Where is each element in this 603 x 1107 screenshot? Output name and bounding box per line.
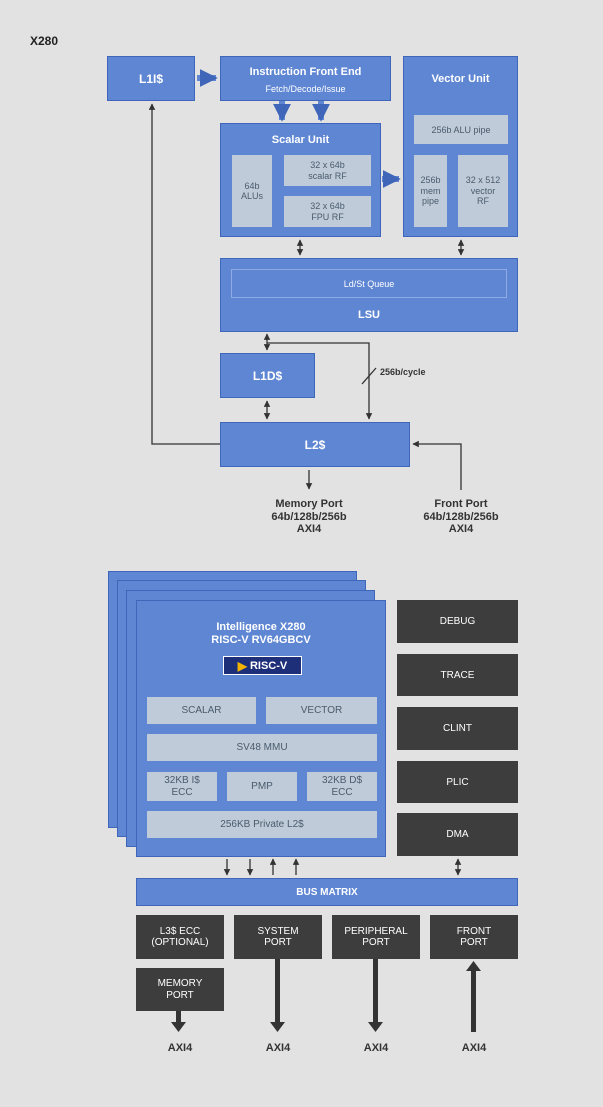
bus-matrix: BUS MATRIX (136, 878, 518, 906)
peripheral-port-arrow-head (368, 1022, 383, 1032)
l1d-cache-box: 32KB D$ ECC (307, 772, 377, 801)
scalar-unit-title: Scalar Unit (271, 134, 330, 146)
clint-block: CLINT (397, 707, 518, 750)
system-port-block: SYSTEM PORT (234, 915, 322, 959)
lsu-block: Ld/St Queue LSU (220, 258, 518, 332)
lsu-label: LSU (358, 309, 380, 321)
page-title: X280 (30, 34, 59, 48)
front-port-label: Front Port 64b/128b/256b AXI4 (423, 498, 499, 536)
front-port-l2-arrow (412, 440, 462, 490)
peripheral-port-arrow-shaft (373, 959, 378, 1025)
alus: 64b ALUs (232, 155, 272, 227)
peripheral-port-block: PERIPHERAL PORT (332, 915, 420, 959)
system-port-arrow-head (270, 1022, 285, 1032)
l1d-cache-block: L1D$ (220, 353, 315, 398)
bandwidth-label: 256b/cycle (380, 367, 426, 377)
private-l2-box: 256KB Private L2$ (147, 811, 377, 838)
system-port-arrow-shaft (275, 959, 280, 1025)
trace-block: TRACE (397, 654, 518, 696)
dma-block: DMA (397, 813, 518, 856)
memory-port-arrow-shaft (176, 1011, 181, 1025)
bus-matrix-connectors (223, 858, 462, 876)
axi4-label-peripheral: AXI4 (363, 1042, 389, 1054)
front-port-block: FRONT PORT (430, 915, 518, 959)
alu-pipe: 256b ALU pipe (414, 115, 508, 144)
vector-box: VECTOR (266, 697, 377, 724)
l2-cache-block: L2$ (220, 422, 410, 467)
axi-thick-arrows (171, 959, 481, 1032)
core-title: Intelligence X280 RISC-V RV64GBCV (211, 621, 311, 646)
axi4-label-memory: AXI4 (167, 1042, 193, 1054)
l2-to-l1i-line (148, 103, 220, 445)
scalar-rf: 32 x 64b scalar RF (284, 155, 371, 186)
memory-port-arrow-head (171, 1022, 186, 1032)
vector-unit-block: Vector Unit 256b ALU pipe 256b mem pipe … (403, 56, 518, 237)
instruction-front-end-block: Instruction Front End Fetch/Decode/Issue (220, 56, 391, 101)
vector-unit-title: Vector Unit (431, 73, 490, 85)
l1i-cache-box: 32KB I$ ECC (147, 772, 217, 801)
ife-title: Instruction Front End (249, 66, 362, 78)
axi4-label-front: AXI4 (461, 1042, 487, 1054)
mem-pipe: 256b mem pipe (414, 155, 447, 227)
plic-block: PLIC (397, 761, 518, 803)
l1i-cache-block: L1I$ (107, 56, 195, 101)
ife-subtitle: Fetch/Decode/Issue (265, 84, 346, 94)
front-port-arrow-shaft (471, 969, 476, 1032)
axi4-label-system: AXI4 (265, 1042, 291, 1054)
top-blue-arrows (197, 69, 401, 188)
memory-port-label: Memory Port 64b/128b/256b AXI4 (271, 498, 347, 536)
scalar-box: SCALAR (147, 697, 256, 724)
vector-rf: 32 x 512 vector RF (458, 155, 508, 227)
front-port-arrow-head (466, 961, 481, 971)
l3-cache-block: L3$ ECC (OPTIONAL) (136, 915, 224, 959)
ldst-queue: Ld/St Queue (231, 269, 507, 298)
bandwidth-slash (361, 367, 377, 385)
core-block: Intelligence X280 RISC-V RV64GBCV ▶ RISC… (136, 600, 386, 857)
riscv-logo: ▶ RISC-V (223, 656, 302, 675)
fpu-rf: 32 x 64b FPU RF (284, 196, 371, 227)
riscv-logo-icon: ▶ (237, 658, 247, 673)
top-black-lines (148, 103, 465, 490)
pmp-box: PMP (227, 772, 297, 801)
lsu-l2-bypass-line (267, 342, 373, 420)
debug-block: DEBUG (397, 600, 518, 643)
scalar-unit-block: Scalar Unit 64b ALUs 32 x 64b scalar RF … (220, 123, 381, 237)
mmu-box: SV48 MMU (147, 734, 377, 761)
memory-port-block: MEMORY PORT (136, 968, 224, 1011)
